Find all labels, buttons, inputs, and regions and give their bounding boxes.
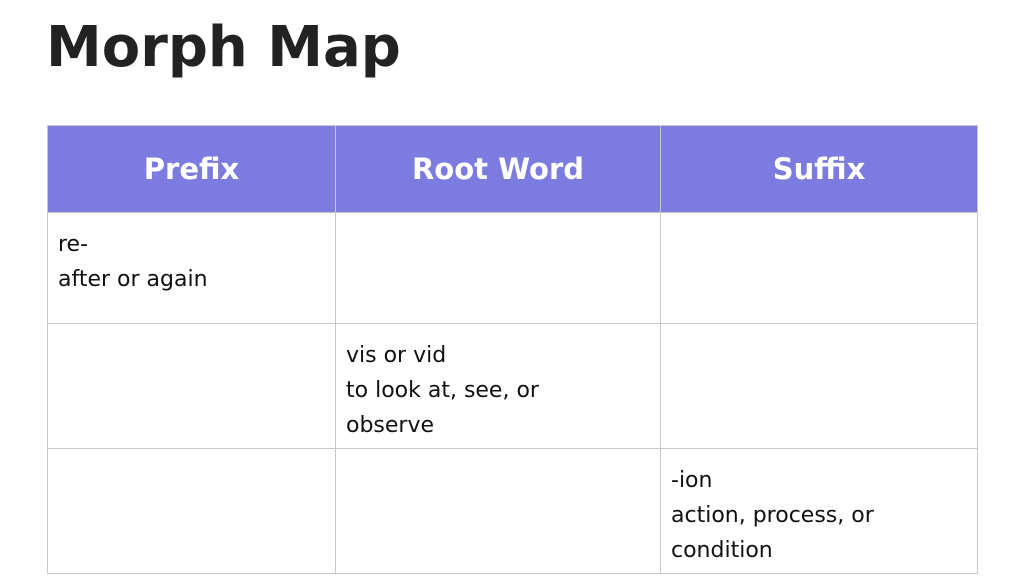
suffix-cell[interactable] [660,323,978,449]
root-word-cell[interactable]: vis or vid to look at, see, or observe [335,323,661,449]
root-word-cell[interactable] [335,448,661,574]
cell-meaning-continued: condition [671,538,773,563]
prefix-cell[interactable]: re- after or again [47,212,336,324]
cell-term: vis or vid [346,343,447,368]
cell-meaning-continued: observe [346,413,435,438]
table-row: re- after or again [47,212,978,324]
root-word-cell[interactable] [335,212,661,324]
cell-term: re- [58,232,89,257]
cell-meaning: to look at, see, or [346,378,539,403]
cell-meaning: after or again [58,267,208,292]
cell-meaning: action, process, or [671,503,874,528]
suffix-cell[interactable] [660,212,978,324]
header-row: Prefix Root Word Suffix [47,125,978,213]
prefix-cell[interactable] [47,448,336,574]
page-title: Morph Map [46,15,401,80]
table-row: -ion action, process, or condition [47,448,978,574]
header-suffix: Suffix [660,125,978,213]
table-row: vis or vid to look at, see, or observe [47,323,978,449]
suffix-cell[interactable]: -ion action, process, or condition [660,448,978,574]
prefix-cell[interactable] [47,323,336,449]
cell-term: -ion [671,468,713,493]
header-prefix: Prefix [47,125,336,213]
header-root-word: Root Word [335,125,661,213]
morph-map-table: Prefix Root Word Suffix re- after or aga… [47,125,978,574]
